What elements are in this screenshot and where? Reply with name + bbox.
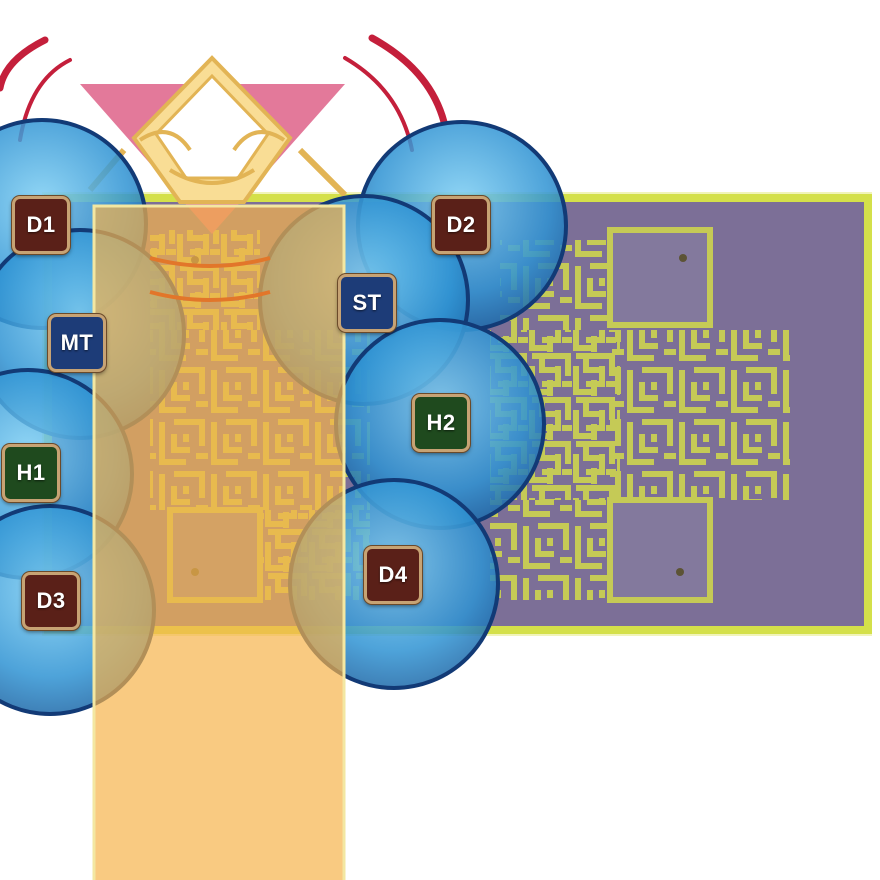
marker-h1: H1	[2, 444, 60, 502]
column-aoe	[92, 204, 346, 880]
marker-d1: D1	[12, 196, 70, 254]
marker-h2: H2	[412, 394, 470, 452]
marker-st: ST	[338, 274, 396, 332]
marker-d2: D2	[432, 196, 490, 254]
tether-arc-right-inner	[343, 56, 414, 152]
hands-triangle-sigil-icon	[80, 55, 348, 234]
marker-d3: D3	[22, 572, 80, 630]
tether-arc-right-outer	[368, 34, 448, 126]
tether-arc-left-outer	[0, 36, 49, 92]
marker-d4: D4	[364, 546, 422, 604]
marker-mt: MT	[48, 314, 106, 372]
